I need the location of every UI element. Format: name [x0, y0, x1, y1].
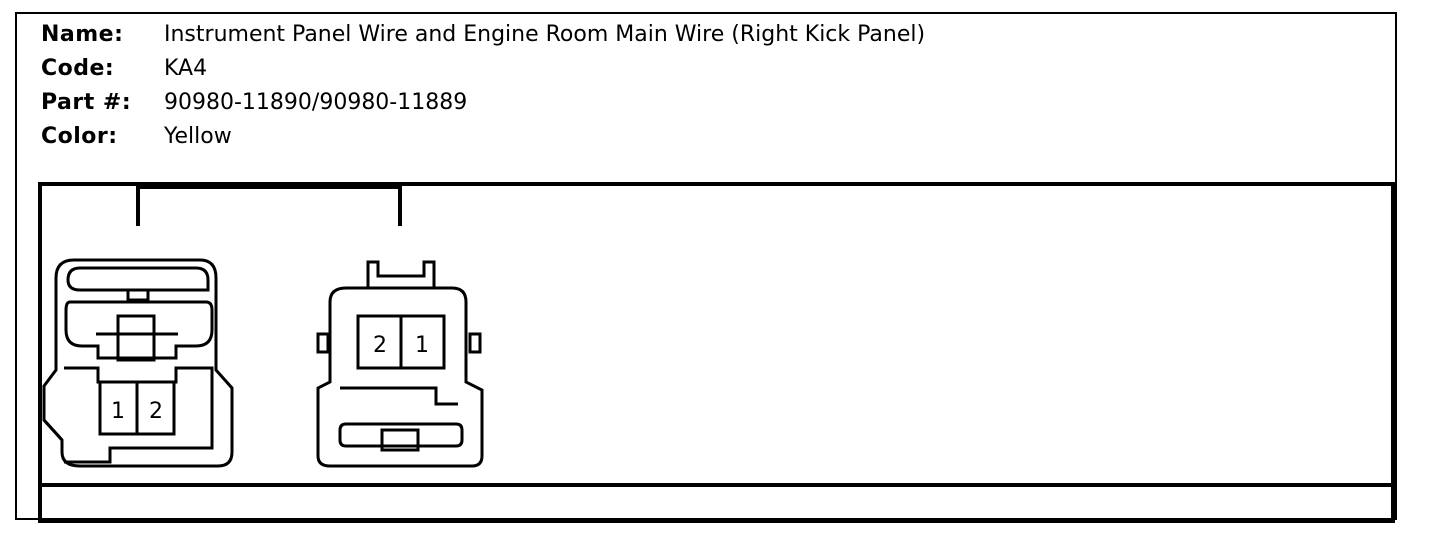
right-pin-2-label: 2	[373, 333, 387, 358]
left-connector-latch	[64, 300, 214, 360]
right-connector-lock-tab	[366, 260, 436, 288]
mating-bracket	[136, 185, 402, 226]
left-connector-lock-frame	[66, 266, 210, 292]
right-connector	[316, 260, 484, 468]
name-label: Name:	[41, 22, 124, 47]
color-value: Yellow	[164, 124, 232, 149]
right-connector-side-ear-left	[316, 332, 330, 354]
color-label: Color:	[41, 124, 118, 149]
right-pin-1-label: 1	[415, 333, 429, 358]
panel-footer-divider	[42, 483, 1391, 487]
part-label: Part #:	[41, 90, 132, 115]
right-connector-base-slot	[338, 422, 464, 448]
connector-drawing-panel	[38, 182, 1395, 523]
left-connector-housing	[64, 366, 214, 464]
left-pin-1-label: 1	[111, 399, 125, 424]
code-value: KA4	[164, 56, 208, 81]
left-pin-2-label: 2	[149, 399, 163, 424]
name-value: Instrument Panel Wire and Engine Room Ma…	[164, 22, 926, 47]
part-value: 90980-11890/90980-11889	[164, 90, 468, 115]
code-label: Code:	[41, 56, 115, 81]
left-connector	[42, 258, 234, 468]
right-connector-body	[316, 286, 484, 468]
right-connector-side-ear-right	[468, 332, 482, 354]
